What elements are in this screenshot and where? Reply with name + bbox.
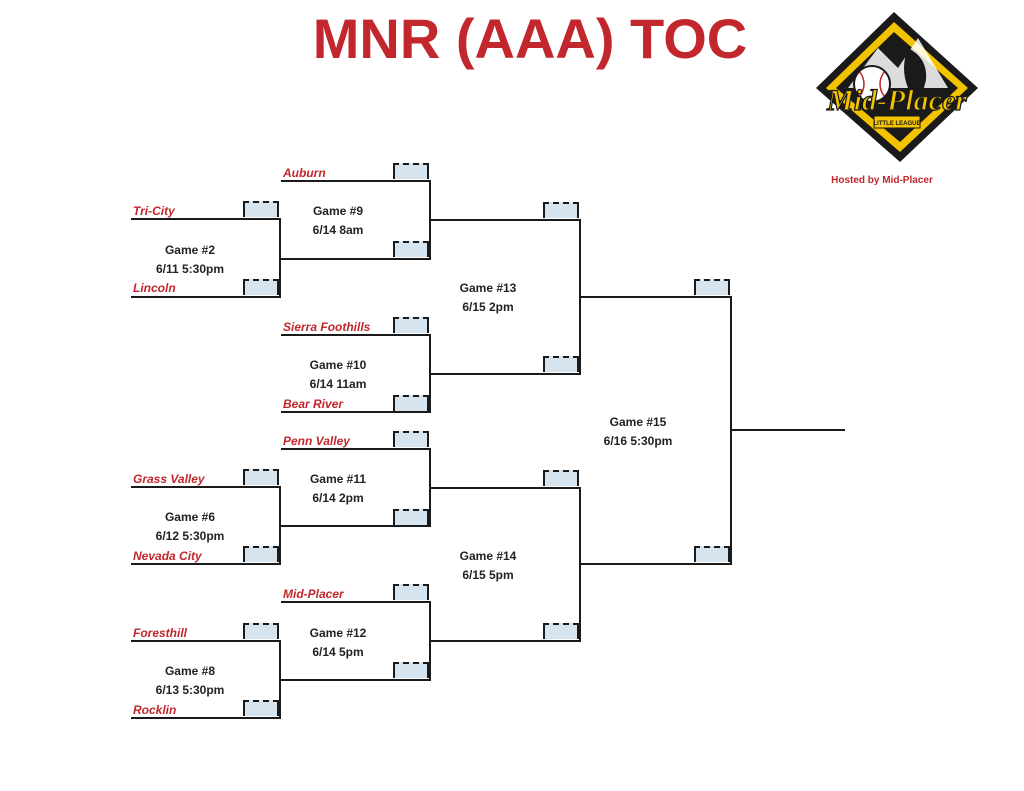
- game-time: 6/14 2pm: [312, 491, 364, 505]
- game-name: Game #11: [309, 472, 367, 486]
- game-time: 6/15 2pm: [462, 300, 514, 314]
- game-name: Game #14: [459, 549, 517, 563]
- bracket-line: [429, 373, 581, 375]
- game-name: Game #9: [312, 204, 364, 218]
- game-time: 6/14 5pm: [312, 645, 364, 659]
- bracket-line: [131, 486, 281, 488]
- page-title: MNR (AAA) TOC: [312, 7, 748, 70]
- game-2-label: Game #2 6/11 5:30pm: [130, 241, 250, 279]
- team-penn-valley: Penn Valley: [283, 434, 350, 448]
- bracket-line: [131, 640, 281, 642]
- bracket-line: [429, 640, 581, 642]
- game-11-label: Game #11 6/14 2pm: [278, 470, 398, 508]
- game-name: Game #2: [164, 243, 216, 257]
- game-name: Game #6: [164, 510, 216, 524]
- bracket-line: [279, 525, 431, 527]
- team-tri-city: Tri-City: [133, 204, 175, 218]
- bracket-line: [279, 679, 431, 681]
- bracket-line: [279, 258, 431, 260]
- game-time: 6/14 8am: [312, 223, 364, 237]
- game-8-label: Game #8 6/13 5:30pm: [130, 662, 250, 700]
- score-box[interactable]: [543, 202, 579, 218]
- score-box[interactable]: [393, 241, 429, 257]
- logo-subtext: LITTLE LEAGUE: [874, 121, 921, 127]
- score-box[interactable]: [393, 317, 429, 333]
- team-sierra-foothills: Sierra Foothills: [283, 320, 371, 334]
- bracket-line: [281, 180, 431, 182]
- game-name: Game #13: [459, 281, 517, 295]
- team-mid-placer: Mid-Placer: [283, 587, 344, 601]
- team-lincoln: Lincoln: [133, 281, 176, 295]
- team-auburn: Auburn: [283, 166, 326, 180]
- bracket-line: [281, 334, 431, 336]
- bracket-line: [131, 218, 281, 220]
- bracket-line: [579, 563, 732, 565]
- team-rocklin: Rocklin: [133, 703, 177, 717]
- game-time: 6/14 11am: [309, 377, 367, 391]
- score-box[interactable]: [393, 163, 429, 179]
- game-name: Game #10: [309, 358, 367, 372]
- game-time: 6/13 5:30pm: [155, 683, 225, 697]
- score-box[interactable]: [393, 395, 429, 411]
- game-12-label: Game #12 6/14 5pm: [278, 624, 398, 662]
- score-box[interactable]: [243, 623, 279, 639]
- bracket-line: [281, 448, 431, 450]
- score-box[interactable]: [243, 469, 279, 485]
- team-bear-river: Bear River: [283, 397, 344, 411]
- score-box[interactable]: [543, 356, 579, 372]
- hosted-by-label: Hosted by Mid-Placer: [831, 175, 933, 186]
- bracket-line: [131, 296, 281, 298]
- score-box[interactable]: [393, 509, 429, 525]
- score-box[interactable]: [243, 201, 279, 217]
- game-6-label: Game #6 6/12 5:30pm: [130, 508, 250, 546]
- game-name: Game #8: [164, 664, 216, 678]
- game-time: 6/11 5:30pm: [155, 262, 225, 276]
- score-box[interactable]: [243, 546, 279, 562]
- score-box[interactable]: [543, 470, 579, 486]
- game-name: Game #15: [609, 415, 667, 429]
- bracket-line: [131, 717, 281, 719]
- score-box[interactable]: [393, 431, 429, 447]
- game-time: 6/15 5pm: [462, 568, 514, 582]
- score-box[interactable]: [694, 546, 730, 562]
- bracket-line: [131, 563, 281, 565]
- team-grass-valley: Grass Valley: [133, 472, 205, 486]
- bracket-line: [281, 411, 431, 413]
- score-box[interactable]: [243, 279, 279, 295]
- team-foresthill: Foresthill: [133, 626, 188, 640]
- bracket-line: [281, 601, 431, 603]
- game-time: 6/16 5:30pm: [603, 434, 673, 448]
- score-box[interactable]: [543, 623, 579, 639]
- logo-text: Mid-Placer: [826, 84, 967, 117]
- bracket-line: [429, 487, 581, 489]
- game-10-label: Game #10 6/14 11am: [278, 356, 398, 394]
- score-box[interactable]: [393, 584, 429, 600]
- game-14-label: Game #14 6/15 5pm: [428, 547, 548, 585]
- game-name: Game #12: [309, 626, 367, 640]
- bracket-line: [429, 219, 581, 221]
- score-box[interactable]: [393, 662, 429, 678]
- bracket-line: [730, 429, 845, 431]
- score-box[interactable]: [243, 700, 279, 716]
- game-time: 6/12 5:30pm: [155, 529, 225, 543]
- game-13-label: Game #13 6/15 2pm: [428, 279, 548, 317]
- mid-placer-logo: Mid-Placer LITTLE LEAGUE: [816, 12, 978, 162]
- team-nevada-city: Nevada City: [133, 549, 202, 563]
- score-box[interactable]: [694, 279, 730, 295]
- game-15-label: Game #15 6/16 5:30pm: [578, 413, 698, 451]
- bracket-line: [579, 296, 732, 298]
- game-9-label: Game #9 6/14 8am: [278, 202, 398, 240]
